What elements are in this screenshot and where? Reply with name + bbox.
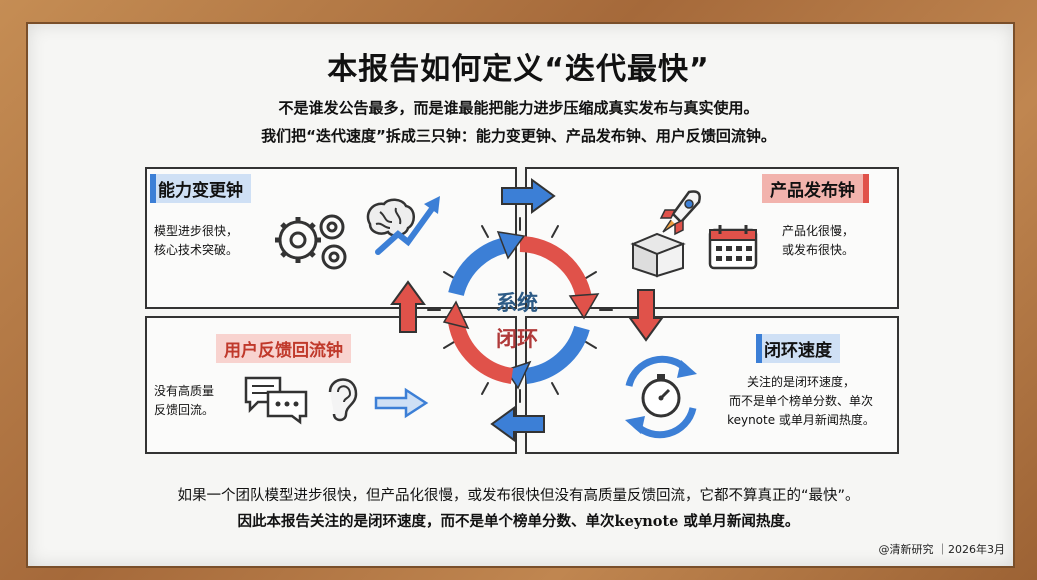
brain-icon xyxy=(366,198,415,237)
ear-icon xyxy=(328,378,358,422)
capability-desc: 模型进步很快， 核心技术突破。 xyxy=(154,224,239,257)
release-desc: 产品化很慢， 或发布很快。 xyxy=(782,224,855,257)
feedback-desc: 没有高质量 反馈回流。 xyxy=(154,384,215,417)
loop-speed-label: 闭环速度 xyxy=(756,334,840,363)
feedback-arrow-icon xyxy=(374,387,429,419)
gears-icon xyxy=(275,214,347,270)
arrow-left-bottom xyxy=(490,406,545,442)
arrow-right-top xyxy=(501,178,556,214)
feedback-label: 用户反馈回流钟 xyxy=(216,334,351,363)
conclusion-2: 因此本报告关注的是闭环速度，而不是单个榜单分数、单次keynote 或单月新闻热… xyxy=(237,513,800,530)
trend-arrow-icon xyxy=(375,196,440,255)
center-label-loop: 闭环 xyxy=(496,327,538,351)
chat-bubbles-icon xyxy=(244,376,308,425)
release-label: 产品发布钟 xyxy=(762,174,869,203)
conclusion-1: 如果一个团队模型进步很快，但产品化很慢，或发布很快但没有高质量反馈回流，它都不算… xyxy=(177,488,860,504)
loop-speed-desc: 关注的是闭环速度， 而不是单个榜单分数、单次 keynote 或单月新闻热度。 xyxy=(727,375,875,427)
subtitle-1: 不是谁发公告最多，而是谁最能把能力进步压缩成真实发布与真实使用。 xyxy=(278,99,759,117)
page-title: 本报告如何定义“迭代最快” xyxy=(327,52,710,87)
box-icon xyxy=(630,232,686,278)
capability-label: 能力变更钟 xyxy=(150,174,251,203)
arrow-up-left xyxy=(390,280,426,333)
arrow-down-right xyxy=(628,289,664,342)
stopwatch-icon xyxy=(625,355,697,439)
subtitle-2: 我们把“迭代速度”拆成三只钟：能力变更钟、产品发布钟、用户反馈回流钟。 xyxy=(261,127,776,145)
credit: @清新研究 ｜2026年3月 xyxy=(878,543,1006,556)
panel-loop-speed xyxy=(525,316,899,454)
cycle-arrows-icon xyxy=(427,217,613,403)
rocket-icon xyxy=(659,190,701,236)
center-label-system: 系统 xyxy=(496,291,538,315)
calendar-icon xyxy=(708,225,758,270)
